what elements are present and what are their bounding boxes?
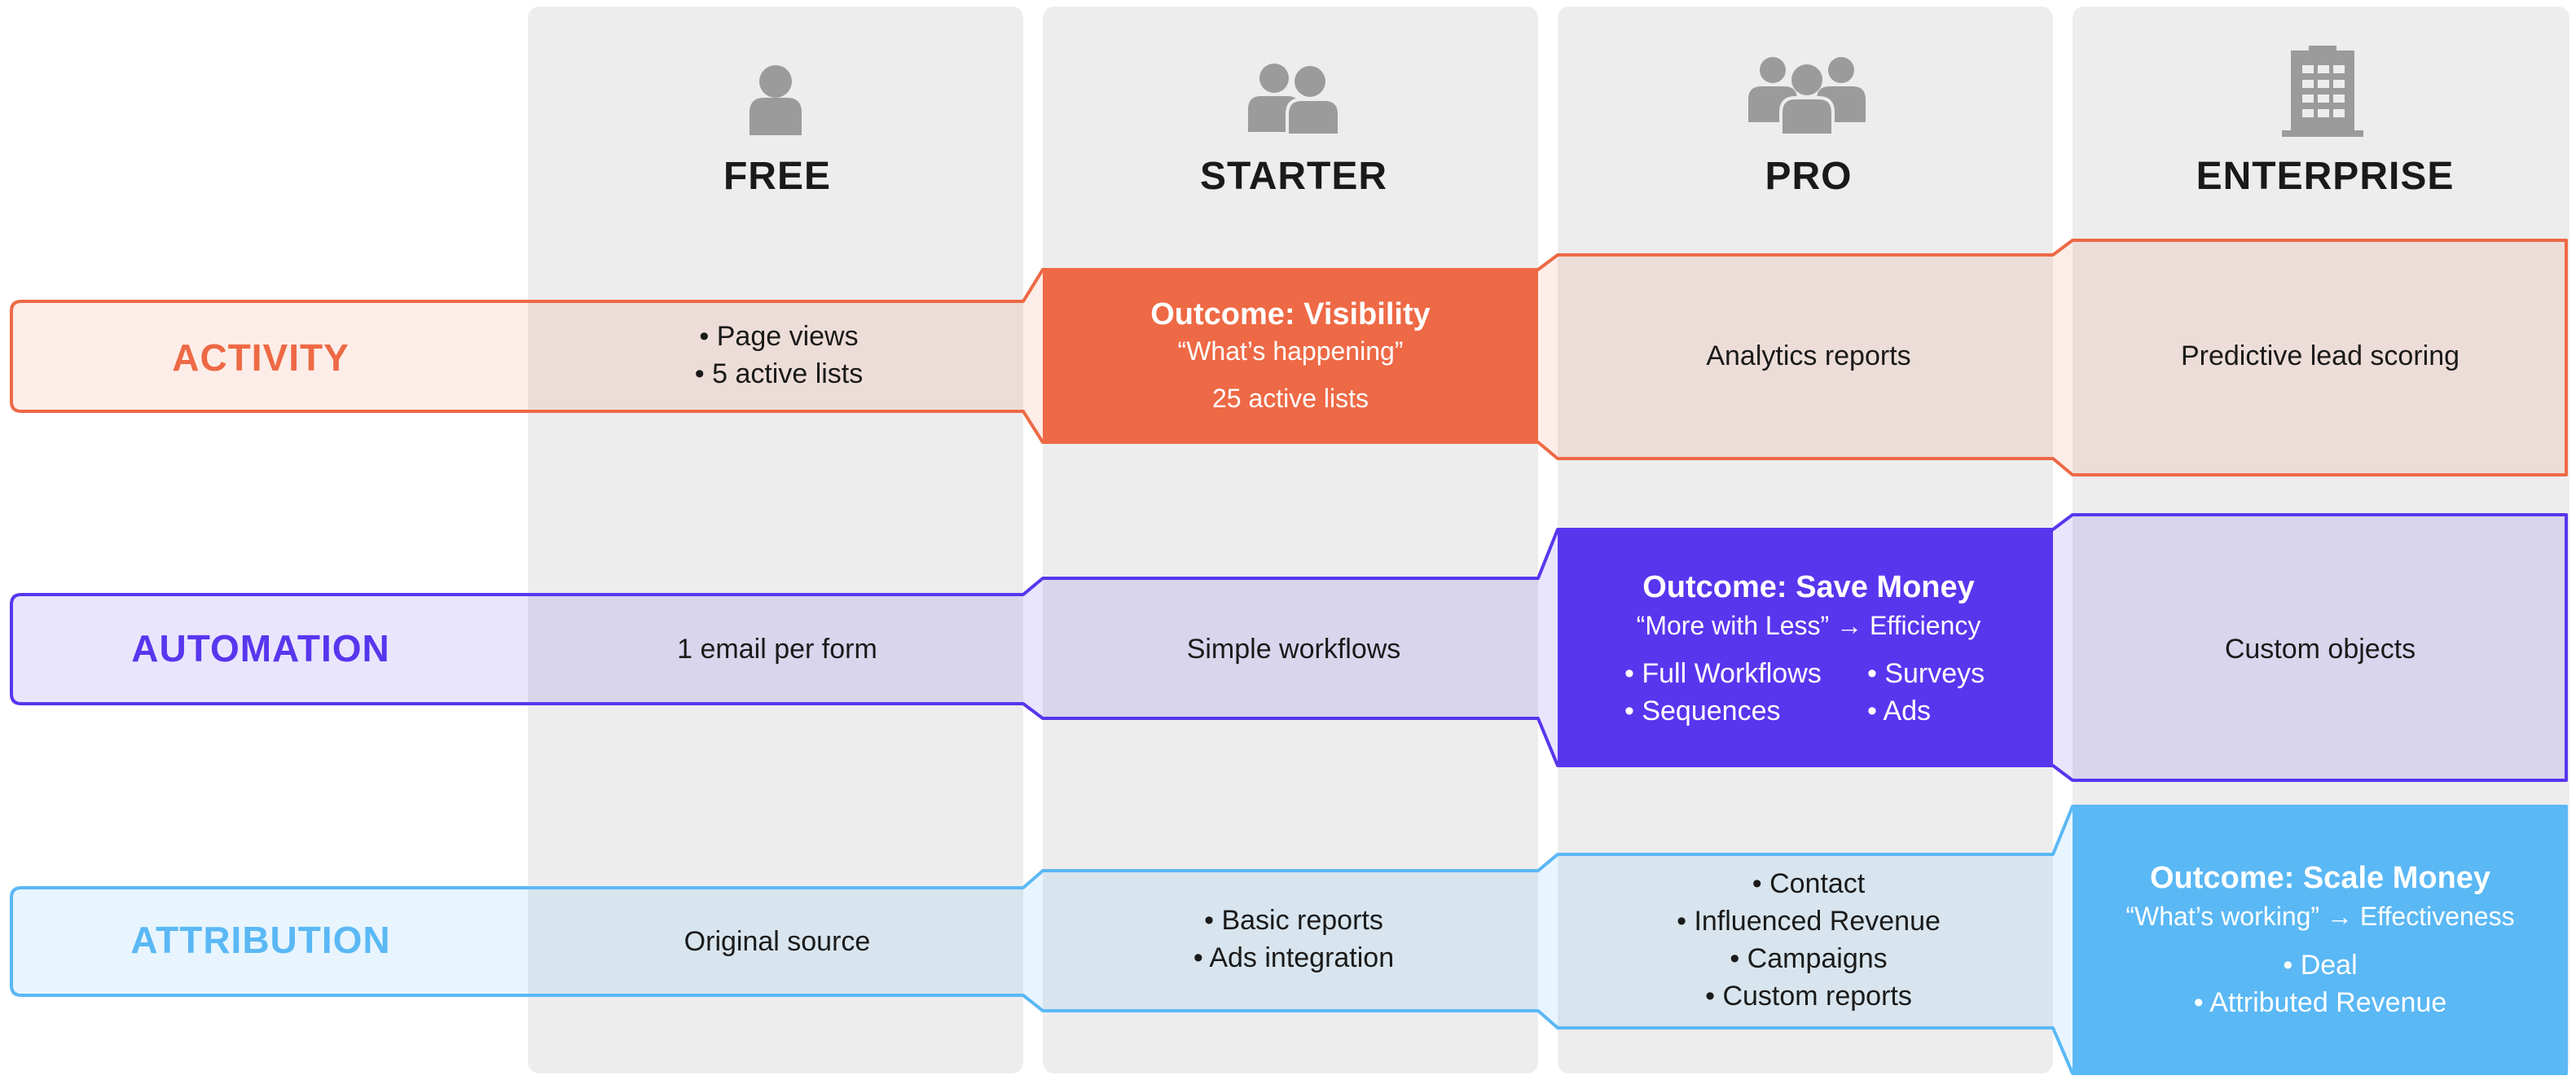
row-label-automation: AUTOMATION (131, 627, 390, 670)
automation-outcome-item: • Surveys (1867, 658, 1985, 689)
automation-outcome-item: • Ads (1867, 696, 1931, 727)
attribution-outcome-subtitle: “What’s working” → Effectiveness (2125, 902, 2514, 931)
tier-title-starter: STARTER (1200, 155, 1387, 198)
attribution-outcome-item: • Attributed Revenue (2194, 987, 2447, 1018)
automation-outcome-item: • Full Workflows (1624, 658, 1822, 689)
automation-enterprise-cell: Custom objects (2225, 634, 2416, 665)
automation-outcome-item: • Sequences (1624, 696, 1780, 727)
activity-free-item: • Page views (699, 321, 858, 352)
automation-outcome-subtitle: “More with Less” → Efficiency (1637, 611, 1981, 640)
attribution-outcome-title: Outcome: Scale Money (2150, 861, 2490, 895)
activity-free-item: • 5 active lists (695, 358, 864, 389)
attribution-outcome-item: • Deal (2283, 950, 2357, 981)
activity-pro-cell: Analytics reports (1706, 340, 1910, 371)
activity-outcome-title: Outcome: Visibility (1150, 297, 1430, 331)
tier-title-free: FREE (723, 155, 831, 198)
person-icon (750, 65, 802, 135)
automation-free-cell: 1 email per form (677, 634, 877, 665)
automation-outcome-box (1558, 529, 2053, 766)
activity-enterprise-cell: Predictive lead scoring (2181, 340, 2460, 371)
row-label-activity: ACTIVITY (172, 336, 349, 379)
automation-outcome-title: Outcome: Save Money (1642, 570, 1975, 604)
activity-outcome-detail: 25 active lists (1212, 384, 1369, 413)
tier-title-pro: PRO (1765, 155, 1852, 198)
building-icon (2282, 46, 2363, 137)
tier-title-enterprise: ENTERPRISE (2196, 155, 2455, 198)
automation-starter-cell: Simple workflows (1187, 634, 1401, 665)
attribution-free-cell: Original source (684, 926, 871, 957)
attribution-pro-item: • Influenced Revenue (1677, 906, 1941, 937)
column-free (528, 7, 1023, 1073)
attribution-pro-item: • Custom reports (1705, 981, 1912, 1012)
two-people-icon (1248, 64, 1341, 137)
attribution-outcome-box (2073, 806, 2566, 1073)
three-people-icon (1748, 57, 1866, 137)
activity-outcome-box (1043, 270, 1538, 442)
activity-outcome-subtitle: “What’s happening” (1178, 336, 1404, 366)
attribution-pro-item: • Contact (1752, 868, 1866, 899)
attribution-pro-item: • Campaigns (1730, 943, 1887, 974)
attribution-starter-item: • Basic reports (1204, 905, 1383, 936)
attribution-starter-item: • Ads integration (1193, 942, 1394, 973)
row-label-attribution: ATTRIBUTION (130, 919, 390, 961)
